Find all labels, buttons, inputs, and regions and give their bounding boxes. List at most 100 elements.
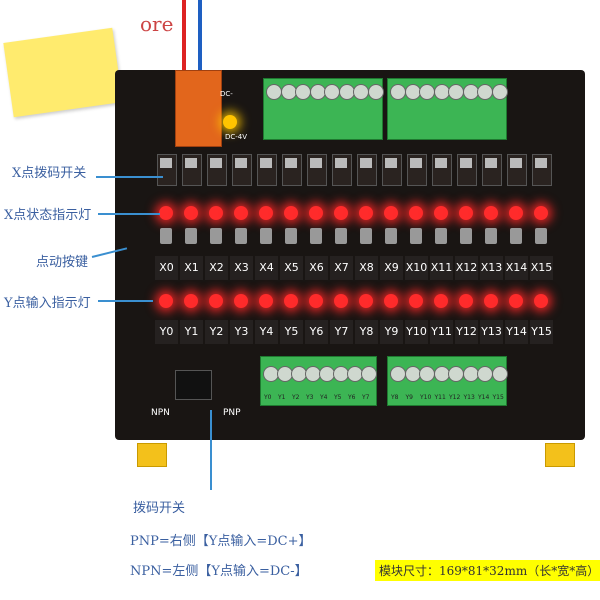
red-wire xyxy=(182,0,186,75)
x-channel-label: X12 xyxy=(455,256,478,280)
y-input-led-y11 xyxy=(434,294,448,308)
x-dip-switch-x10[interactable] xyxy=(407,154,427,186)
x-dip-switch-x3[interactable] xyxy=(232,154,252,186)
terminal-screw[interactable] xyxy=(419,366,435,382)
momentary-button-x13[interactable] xyxy=(485,228,497,244)
switch-knob xyxy=(335,158,347,168)
x-dip-switch-x11[interactable] xyxy=(432,154,452,186)
y-input-led-y4 xyxy=(259,294,273,308)
terminal-screw[interactable] xyxy=(353,84,369,100)
sticky-note xyxy=(3,27,123,118)
x-dip-switch-x15[interactable] xyxy=(532,154,552,186)
momentary-button-x0[interactable] xyxy=(160,228,172,244)
momentary-button-x10[interactable] xyxy=(410,228,422,244)
momentary-button-x15[interactable] xyxy=(535,228,547,244)
switch-knob xyxy=(260,158,272,168)
y-channel-label: Y15 xyxy=(530,320,553,344)
y-input-led-y6 xyxy=(309,294,323,308)
x-channel-label: X13 xyxy=(480,256,503,280)
switch-knob xyxy=(185,158,197,168)
terminal-screw[interactable] xyxy=(477,84,493,100)
terminal-screw[interactable] xyxy=(324,84,340,100)
x-dip-switch-x1[interactable] xyxy=(182,154,202,186)
y-input-led-y12 xyxy=(459,294,473,308)
momentary-button-x7[interactable] xyxy=(335,228,347,244)
bottom-terminal-label: Y5 xyxy=(334,394,342,401)
momentary-button-x2[interactable] xyxy=(210,228,222,244)
x-status-led-x7 xyxy=(334,206,348,220)
switch-knob xyxy=(360,158,372,168)
y-input-led-y7 xyxy=(334,294,348,308)
x-dip-switch-x5[interactable] xyxy=(282,154,302,186)
callout-y-input-led: Y点输入指示灯 xyxy=(4,296,91,311)
bottom-terminal-label: Y14 xyxy=(478,394,490,401)
x-dip-switch-x7[interactable] xyxy=(332,154,352,186)
terminal-screw[interactable] xyxy=(419,84,435,100)
momentary-button-x4[interactable] xyxy=(260,228,272,244)
terminal-screw[interactable] xyxy=(390,84,406,100)
x-dip-switch-x9[interactable] xyxy=(382,154,402,186)
x-channel-label: X15 xyxy=(530,256,553,280)
dip-switch-title: 拨码开关 xyxy=(133,501,186,516)
x-status-led-x13 xyxy=(484,206,498,220)
bottom-terminal-label: Y9 xyxy=(405,394,413,401)
terminal-screw[interactable] xyxy=(448,84,464,100)
momentary-button-x5[interactable] xyxy=(285,228,297,244)
x-dip-switch-x6[interactable] xyxy=(307,154,327,186)
momentary-button-x9[interactable] xyxy=(385,228,397,244)
x-status-led-x10 xyxy=(409,206,423,220)
x-channel-label: X4 xyxy=(255,256,278,280)
momentary-button-x3[interactable] xyxy=(235,228,247,244)
y-input-led-y9 xyxy=(384,294,398,308)
x-dip-switch-x14[interactable] xyxy=(507,154,527,186)
terminal-screw[interactable] xyxy=(367,84,384,100)
x-channel-label: X5 xyxy=(280,256,303,280)
y-channel-label: Y4 xyxy=(255,320,278,344)
terminal-screw[interactable] xyxy=(448,366,464,382)
terminal-screw[interactable] xyxy=(266,84,282,100)
momentary-button-x11[interactable] xyxy=(435,228,447,244)
terminal-screw[interactable] xyxy=(477,366,493,382)
switch-knob xyxy=(485,158,497,168)
y-channel-label: Y9 xyxy=(380,320,403,344)
x-channel-label: X8 xyxy=(355,256,378,280)
x-dip-switch-x12[interactable] xyxy=(457,154,477,186)
power-voltage-label: DC-4V xyxy=(225,133,248,141)
bottom-terminal-label: Y3 xyxy=(306,394,314,401)
npn-pnp-dip-switch[interactable] xyxy=(175,370,212,400)
callout-line-2 xyxy=(98,213,160,215)
y-channel-label: Y3 xyxy=(230,320,253,344)
x-dip-switch-x13[interactable] xyxy=(482,154,502,186)
x-dip-switch-x0[interactable] xyxy=(157,154,177,186)
momentary-button-x12[interactable] xyxy=(460,228,472,244)
callout-line-4 xyxy=(98,300,153,302)
y-channel-label: Y2 xyxy=(205,320,228,344)
x-channel-label: X14 xyxy=(505,256,528,280)
x-dip-switch-x8[interactable] xyxy=(357,154,377,186)
y-input-led-y10 xyxy=(409,294,423,308)
switch-knob xyxy=(310,158,322,168)
terminal-screw[interactable] xyxy=(491,84,508,100)
momentary-button-x1[interactable] xyxy=(185,228,197,244)
x-channel-label: X10 xyxy=(405,256,428,280)
x-channel-label: X3 xyxy=(230,256,253,280)
dip-switch-pnp: PNP=右侧【Y点输入=DC+】 xyxy=(130,534,312,549)
x-channel-label: X11 xyxy=(430,256,453,280)
bottom-terminal-label: Y10 xyxy=(420,394,432,401)
switch-knob xyxy=(410,158,422,168)
terminal-screw[interactable] xyxy=(361,366,377,382)
x-status-led-x4 xyxy=(259,206,273,220)
bottom-terminal-label: Y2 xyxy=(292,394,300,401)
switch-knob xyxy=(510,158,522,168)
x-dip-switch-x2[interactable] xyxy=(207,154,227,186)
terminal-screw[interactable] xyxy=(295,84,311,100)
terminal-screw[interactable] xyxy=(491,366,508,382)
momentary-button-x6[interactable] xyxy=(310,228,322,244)
terminal-screw[interactable] xyxy=(390,366,406,382)
momentary-button-x8[interactable] xyxy=(360,228,372,244)
momentary-button-x14[interactable] xyxy=(510,228,522,244)
x-channel-label: X2 xyxy=(205,256,228,280)
x-dip-switch-x4[interactable] xyxy=(257,154,277,186)
callout-line-1 xyxy=(96,176,163,178)
